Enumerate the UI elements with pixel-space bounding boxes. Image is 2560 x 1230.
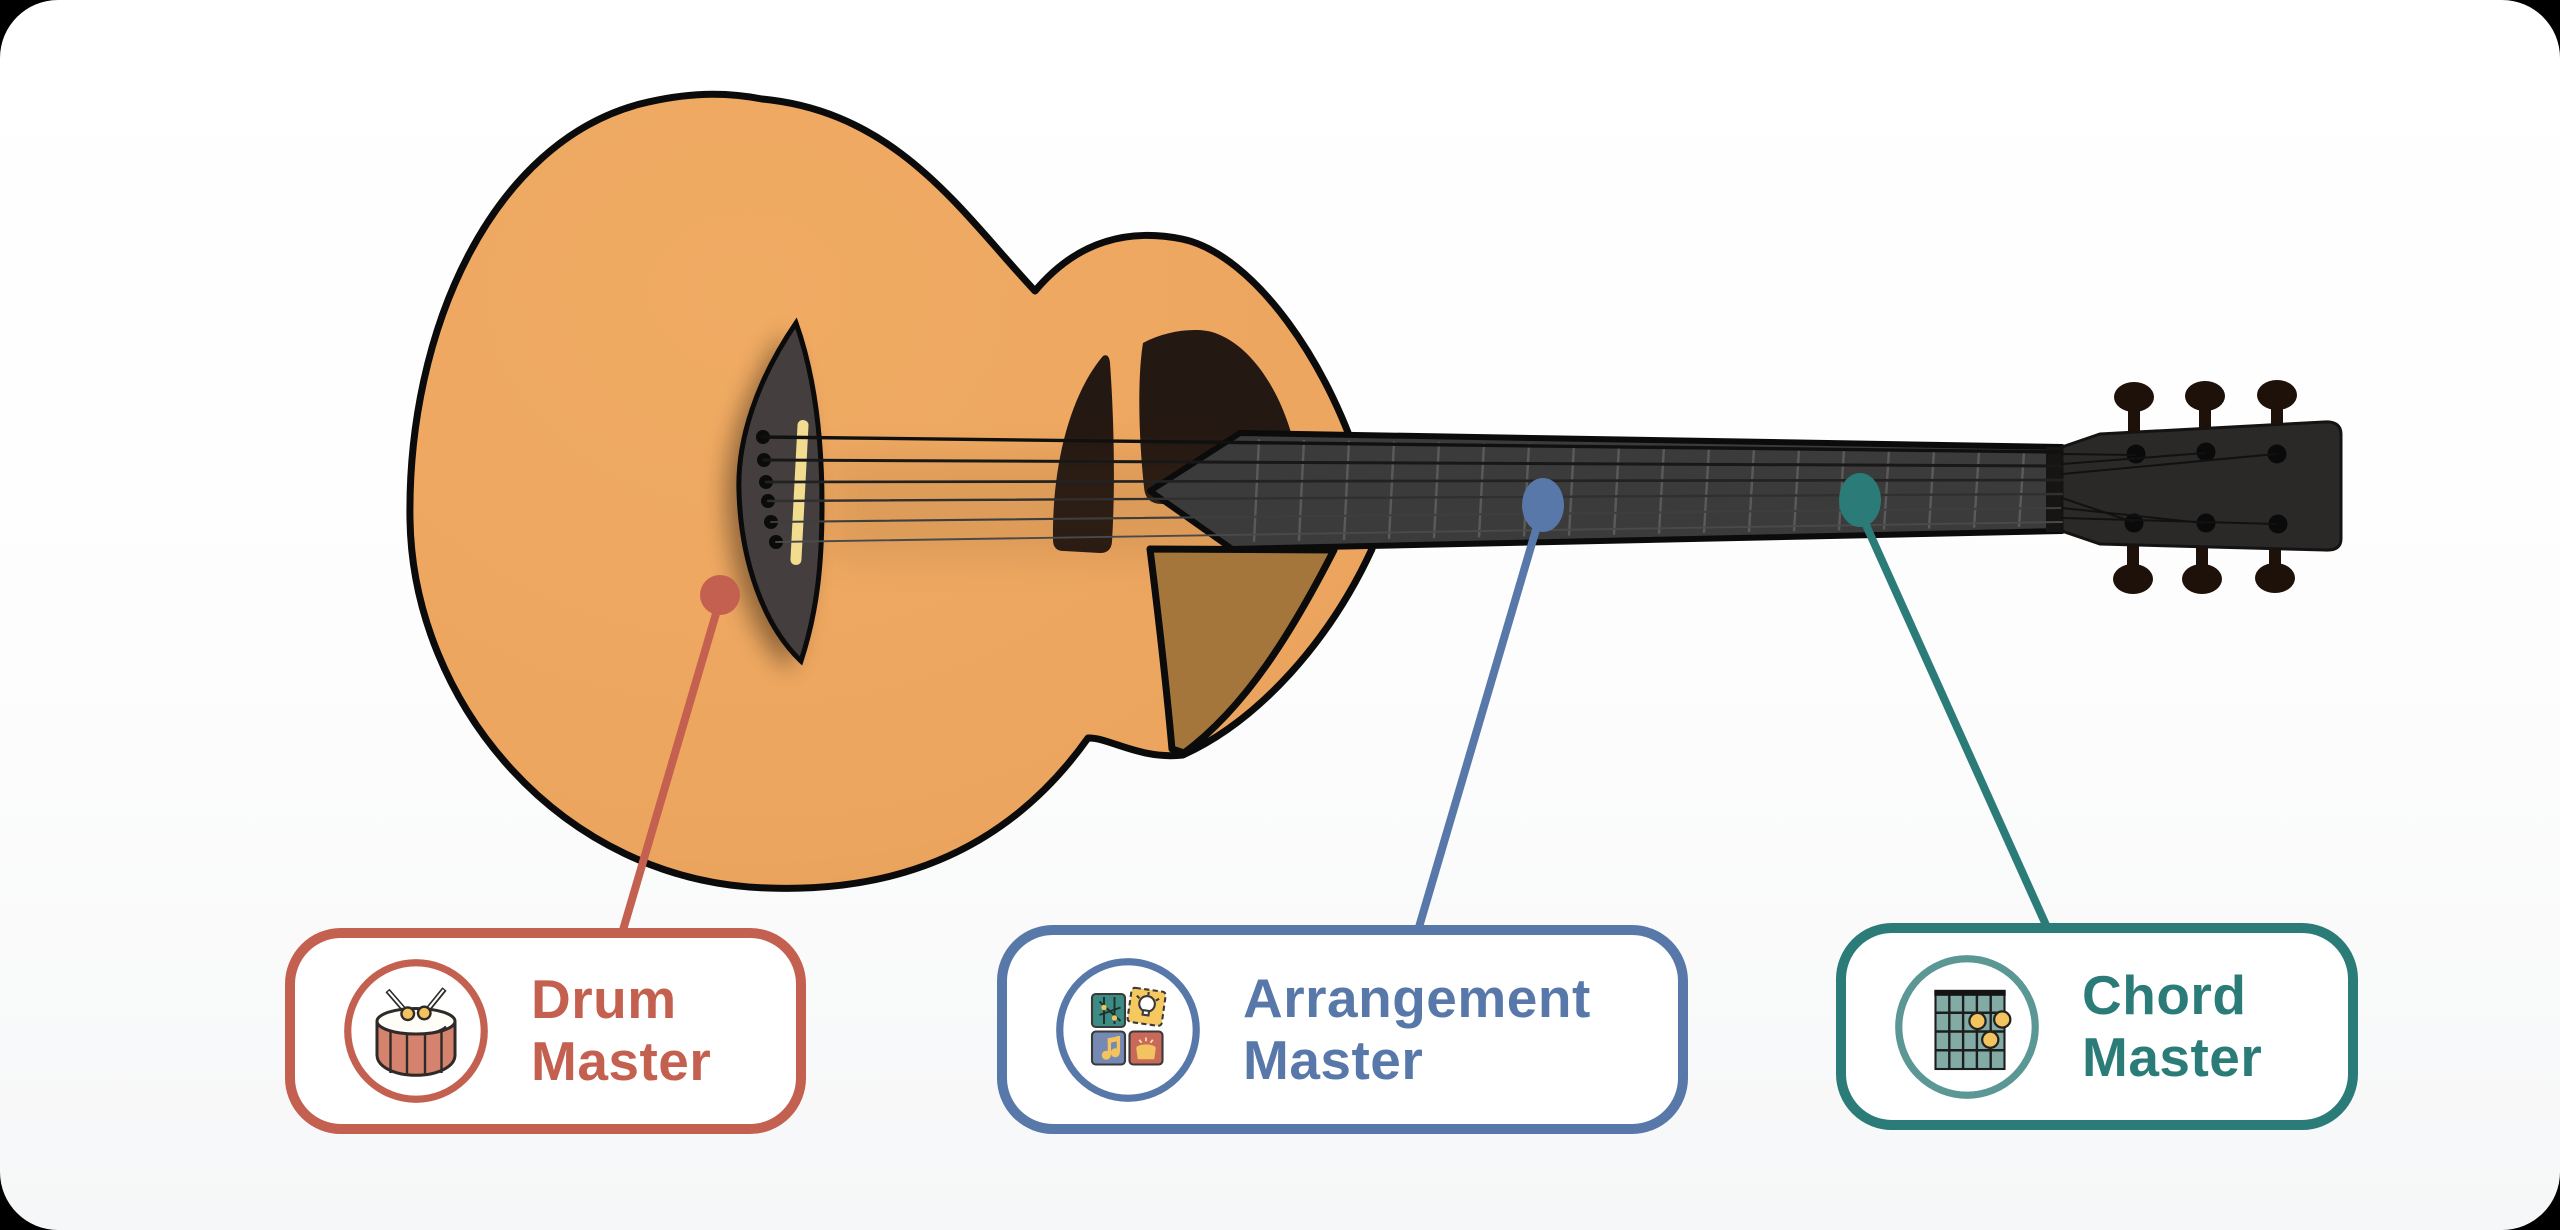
anchor-dot-neck-mid <box>1522 478 1564 532</box>
callout-title-line2: Master <box>1243 1028 1424 1091</box>
connector-drum-master <box>619 575 740 934</box>
anchor-dot-neck-upper <box>1839 473 1881 527</box>
callout-label: Drum Master <box>531 969 711 1092</box>
chord-diagram-icon <box>1892 952 2042 1102</box>
callout-chord-master: Chord Master <box>1836 923 2358 1130</box>
callout-title-line1: Drum <box>531 968 677 1031</box>
nut <box>2046 447 2062 532</box>
connector-chord-master <box>1839 473 2050 929</box>
connector-arrangement-master <box>1415 478 1564 931</box>
callout-title-line1: Arrangement <box>1243 966 1591 1029</box>
saddle <box>790 420 809 565</box>
callout-arrangement-master: Arrangement Master <box>997 925 1688 1134</box>
callout-title-line2: Master <box>2082 1025 2263 1088</box>
cutaway <box>1146 545 1338 757</box>
callout-drum-master: Drum Master <box>285 928 806 1134</box>
anchor-dot-body <box>700 575 740 615</box>
callout-title-line1: Chord <box>2082 963 2247 1026</box>
puzzle-pieces-icon <box>1053 955 1203 1105</box>
callout-title-line2: Master <box>531 1030 712 1092</box>
callout-label: Chord Master <box>2082 963 2263 1088</box>
callout-label: Arrangement Master <box>1243 966 1591 1091</box>
drum-icon <box>341 956 491 1106</box>
frets <box>1252 439 2026 542</box>
tuning-pegs <box>2113 380 2297 594</box>
bridge <box>736 317 825 666</box>
guitar-headstock <box>2060 380 2343 594</box>
